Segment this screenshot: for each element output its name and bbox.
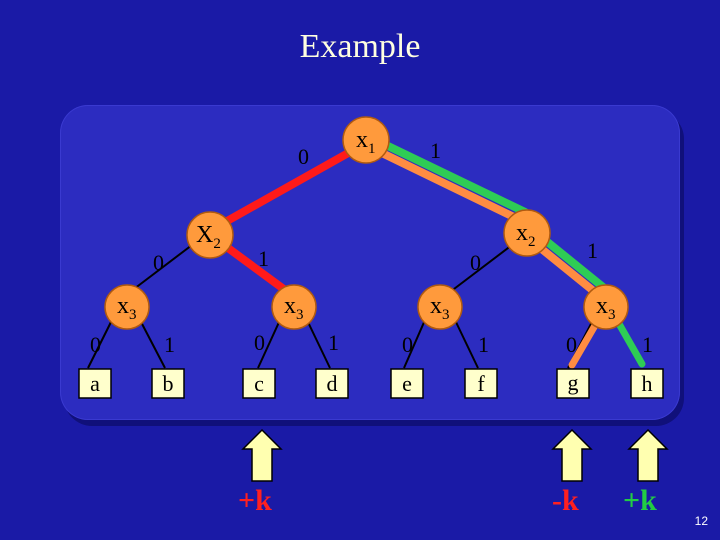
edge-label-x3d-1: 1 — [642, 332, 653, 357]
tree-nodes: x1 X2 x2 x3 x3 x3 x3 — [104, 116, 629, 330]
leaf-h: h — [630, 368, 664, 399]
node-x3-d: x3 — [583, 284, 629, 330]
leaf-nodes: a b c d e f g h — [78, 368, 664, 399]
edge-label-root-0: 0 — [298, 144, 309, 169]
edge-label-x3d-0: 0 — [566, 332, 577, 357]
svg-text:x3: x3 — [117, 293, 137, 323]
node-x3-a: x3 — [104, 284, 150, 330]
edge-label-x3a-1: 1 — [164, 332, 175, 357]
leaf-a: a — [78, 368, 112, 399]
node-x2-left: X2 — [186, 211, 234, 259]
edge-x3c-left — [403, 319, 426, 369]
svg-text:x3: x3 — [596, 293, 616, 323]
up-arrow-c-icon — [241, 428, 283, 482]
edge-rx2-left — [449, 244, 513, 293]
svg-text:x2: x2 — [516, 220, 536, 250]
node-x3-c: x3 — [417, 284, 463, 330]
edge-label-root-1: 1 — [430, 138, 441, 163]
plus-k-label-c: +k — [238, 484, 272, 517]
node-x1: x1 — [342, 116, 390, 164]
edge-x3a-right — [139, 319, 166, 369]
leaf-f: f — [464, 368, 498, 399]
svg-text:x3: x3 — [430, 293, 450, 323]
edge-label-x3c-1: 1 — [478, 332, 489, 357]
orange-path-x3-to-g — [568, 318, 601, 369]
page-number: 12 — [694, 514, 708, 528]
svg-text:a: a — [90, 371, 100, 396]
red-path-root-to-x2 — [216, 148, 354, 229]
svg-text:d: d — [327, 371, 338, 396]
svg-text:f: f — [477, 371, 485, 396]
minus-k-label-g: -k — [552, 484, 579, 517]
edge-label-x3b-0: 0 — [254, 330, 265, 355]
leaf-c: c — [242, 368, 276, 399]
up-arrows — [241, 428, 669, 482]
edge-lx2-left — [129, 244, 193, 293]
red-path-x2-to-x3 — [224, 244, 289, 294]
orange-path-root-to-x2 — [380, 150, 524, 224]
edge-label-x3b-1: 1 — [328, 330, 339, 355]
slide-title: Example — [299, 28, 421, 65]
highlighted-paths — [216, 142, 646, 369]
leaf-g: g — [556, 368, 590, 399]
green-path-x3-to-h — [614, 318, 646, 368]
svg-text:x1: x1 — [356, 127, 376, 157]
svg-text:X2: X2 — [196, 222, 221, 252]
edge-x3a-left — [87, 319, 113, 369]
edge-label-x3c-0: 0 — [402, 332, 413, 357]
node-x3-b: x3 — [271, 284, 317, 330]
svg-text:h: h — [642, 371, 653, 396]
edge-labels: 0 1 0 1 0 1 0 1 0 1 0 1 0 1 — [90, 138, 653, 357]
svg-text:b: b — [163, 371, 174, 396]
up-arrow-g-icon — [551, 428, 593, 482]
leaf-e: e — [390, 368, 424, 399]
edge-x3c-right — [454, 319, 479, 369]
green-path-root-to-x2 — [384, 142, 529, 216]
svg-text:e: e — [402, 371, 412, 396]
svg-text:c: c — [254, 371, 264, 396]
up-arrow-h-icon — [627, 428, 669, 482]
green-path-x2-to-x3 — [541, 236, 607, 291]
node-x2-right: x2 — [503, 209, 551, 257]
edge-x3b-left — [257, 319, 281, 369]
leaf-d: d — [315, 368, 349, 399]
edge-label-lx2-1: 1 — [258, 246, 269, 271]
svg-text:g: g — [568, 370, 579, 395]
svg-text:x3: x3 — [284, 293, 304, 323]
plus-k-label-h: +k — [623, 484, 657, 517]
edge-label-x3a-0: 0 — [90, 332, 101, 357]
leaf-b: b — [151, 368, 185, 399]
edge-x3b-right — [306, 319, 331, 369]
edge-label-rx2-0: 0 — [470, 250, 481, 275]
edge-label-rx2-1: 1 — [587, 238, 598, 263]
edge-label-lx2-0: 0 — [153, 250, 164, 275]
orange-path-x2-to-x3 — [534, 242, 600, 297]
